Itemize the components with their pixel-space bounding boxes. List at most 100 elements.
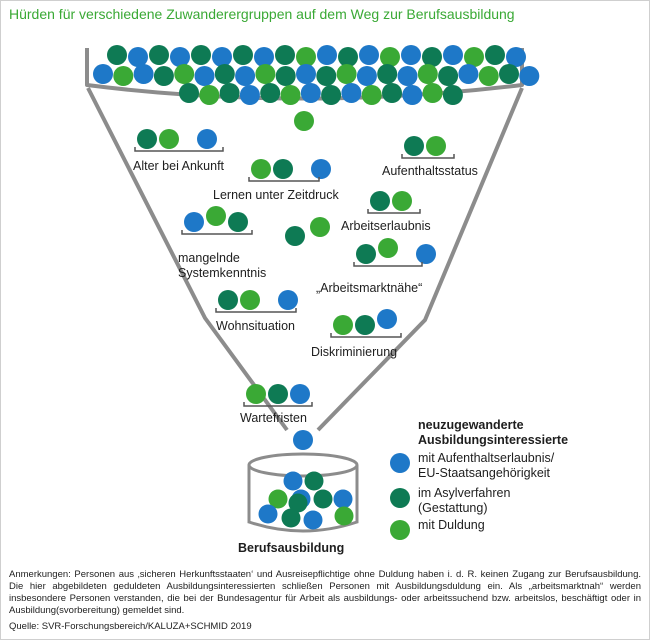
annotation-note: Anmerkungen: Personen aus ‚sicheren Herk… — [9, 569, 641, 616]
pile-ball — [341, 83, 362, 103]
hurdle-label: Arbeitserlaubnis — [341, 219, 431, 233]
pile-ball — [356, 66, 377, 86]
bucket-ball — [281, 508, 301, 528]
bucket-ball — [303, 510, 323, 530]
pile-ball — [113, 66, 134, 86]
pile-ball — [191, 45, 211, 65]
hurdle-ball — [137, 129, 157, 149]
pile-ball — [317, 45, 337, 65]
legend-dark-green-dot — [390, 488, 410, 508]
hurdle-ball — [378, 238, 398, 258]
funnel-top-bowl — [85, 48, 524, 101]
pile-ball — [280, 85, 301, 105]
hurdle-ball — [228, 212, 248, 232]
pile-ball — [260, 83, 281, 103]
pile-ball — [402, 85, 423, 105]
pile-ball — [179, 83, 199, 103]
bucket-ball — [304, 471, 324, 491]
pile-ball — [336, 64, 357, 84]
funnel-diagram — [85, 45, 540, 533]
pile-ball — [214, 64, 235, 84]
legend-item-green: mit Duldung — [390, 518, 485, 540]
hurdle-ball — [392, 191, 412, 211]
hurdle-ball — [333, 315, 353, 335]
pile-ball — [170, 47, 190, 67]
hurdle-group — [330, 309, 402, 338]
pile-ball — [359, 45, 379, 65]
hurdle-ball — [290, 384, 310, 404]
pile-ball — [499, 64, 519, 84]
hurdle-ball — [278, 290, 298, 310]
hurdle-ball — [206, 206, 226, 226]
hurdle-label: Alter bei Ankunft — [133, 159, 225, 173]
pile-ball — [254, 47, 274, 67]
legend-blue-dot — [390, 453, 410, 473]
pile-ball — [397, 66, 418, 86]
hurdle-bracket — [353, 262, 423, 267]
hurdle-bracket — [215, 308, 297, 313]
pile-ball — [300, 83, 321, 103]
pile-ball — [133, 64, 154, 84]
pile-ball — [296, 47, 316, 67]
hurdle-bracket — [181, 230, 253, 235]
hurdle-label: „Arbeitsmarktnähe“ — [316, 281, 423, 295]
hurdle-ball — [377, 309, 397, 329]
pile-ball — [401, 45, 421, 65]
pile-ball — [275, 45, 295, 65]
loose-ball — [310, 217, 330, 237]
hurdle-ball — [370, 191, 390, 211]
pile-ball — [107, 45, 127, 65]
pile-ball — [194, 66, 215, 86]
hurdle-label: Lernen unter Zeitdruck — [213, 188, 339, 202]
figure-title: Hürden für verschiedene Zuwanderergruppe… — [9, 6, 515, 22]
hurdle-bracket — [401, 154, 455, 159]
funnel-right-wall — [316, 87, 524, 432]
legend-heading: neuzugewanderte Ausbildungsinteressierte — [418, 418, 569, 447]
hurdle-bracket — [248, 177, 320, 182]
pile-ball — [377, 64, 398, 84]
pile-ball — [478, 66, 499, 86]
hurdle-ball — [311, 159, 331, 179]
pile-ball — [316, 66, 337, 86]
hurdle-bracket — [134, 147, 224, 152]
pile-ball — [255, 64, 276, 84]
pile-ball — [239, 85, 260, 105]
hurdle-group — [248, 159, 331, 182]
hurdle-bracket — [330, 333, 402, 338]
pile-ball — [219, 83, 240, 103]
falling-ball-bottom — [293, 430, 313, 450]
hurdle-ball — [251, 159, 271, 179]
pile-ball — [153, 66, 174, 86]
destination-ball-pile — [258, 471, 354, 530]
hurdle-group — [134, 129, 224, 152]
pile-ball — [458, 64, 479, 84]
loose-ball — [285, 226, 305, 246]
hurdle-ball — [218, 290, 238, 310]
pile-ball — [464, 47, 484, 67]
legend-item-blue: mit Aufenthaltserlaubnis/ EU-Staatsangeh… — [390, 451, 554, 481]
hurdle-ball — [356, 244, 376, 264]
hurdle-group — [367, 191, 421, 214]
hurdle-group — [243, 384, 313, 407]
hurdle-label: Wartefristen — [240, 411, 307, 425]
pile-ball — [506, 47, 526, 67]
destination-label: Berufsausbildung — [238, 541, 345, 555]
bucket-ball — [334, 506, 354, 526]
pile-ball — [380, 47, 400, 67]
pile-ball — [485, 45, 505, 65]
pile-ball — [382, 83, 402, 103]
pile-ball — [321, 85, 342, 105]
pile-ball — [422, 83, 443, 103]
hurdle-ball — [416, 244, 436, 264]
hurdle-ball — [159, 129, 179, 149]
pile-ball — [233, 45, 253, 65]
hurdle-ball — [268, 384, 288, 404]
legend-item-dark-green: im Asylverfahren (Gestattung) — [390, 486, 510, 516]
pile-ball — [149, 45, 169, 65]
pile-ball — [212, 47, 232, 67]
pile-ball — [417, 64, 438, 84]
falling-ball-top — [294, 111, 314, 131]
bucket-ball — [283, 471, 303, 491]
pile-ball — [199, 85, 220, 105]
